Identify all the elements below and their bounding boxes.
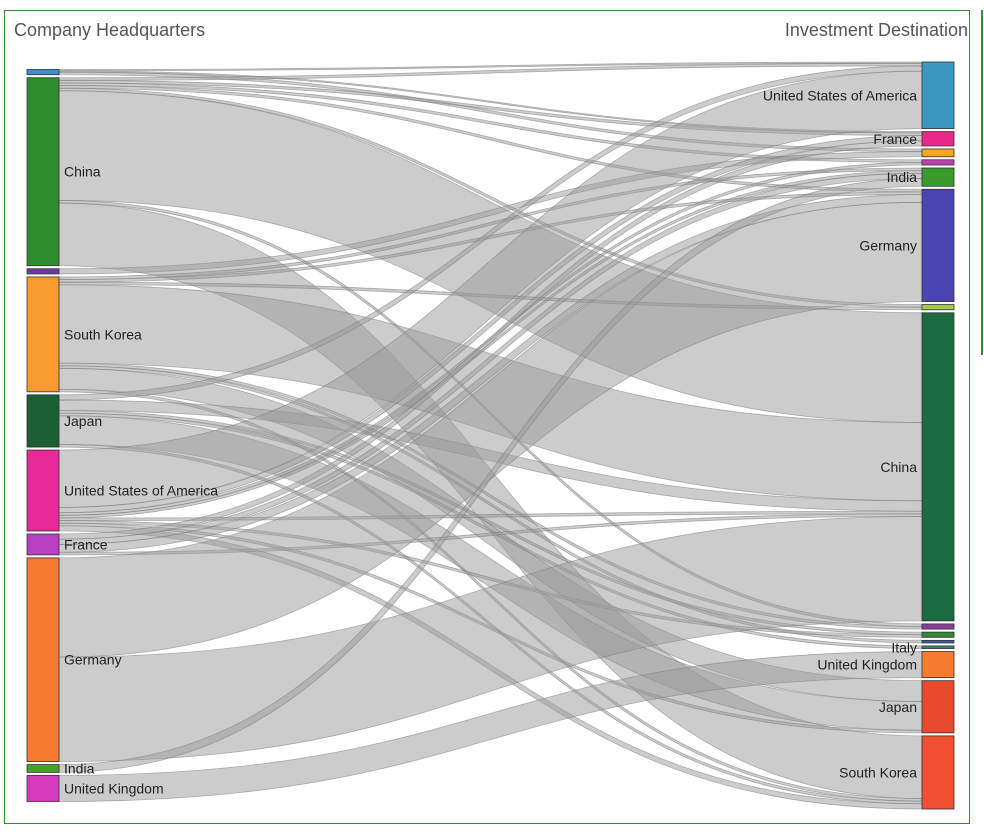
- source-node[interactable]: [26, 764, 60, 773]
- destination-node[interactable]: [921, 61, 955, 129]
- destination-node-label: France: [873, 131, 917, 147]
- source-node[interactable]: [26, 533, 60, 556]
- source-node[interactable]: [26, 394, 60, 448]
- destination-node-label: Italy: [891, 639, 917, 655]
- source-node-label: Germany: [64, 652, 122, 668]
- source-node[interactable]: [26, 557, 60, 762]
- source-node-label: South Korea: [64, 326, 142, 342]
- destination-node-label: Germany: [859, 237, 917, 253]
- destination-node[interactable]: [921, 188, 955, 302]
- destination-node[interactable]: [921, 167, 955, 187]
- destination-node[interactable]: [921, 639, 955, 644]
- destination-node[interactable]: [921, 735, 955, 810]
- destination-node-label: India: [887, 169, 918, 185]
- destination-node[interactable]: [921, 159, 955, 166]
- destination-node[interactable]: [921, 645, 955, 649]
- source-node[interactable]: [26, 449, 60, 532]
- destination-node[interactable]: [921, 623, 955, 630]
- right-axis-title: Investment Destination: [784, 20, 968, 40]
- destination-node-label: Japan: [879, 699, 917, 715]
- destination-node[interactable]: [921, 651, 955, 679]
- frame-edge: [981, 10, 983, 355]
- left-axis-title: Company Headquarters: [14, 20, 206, 40]
- destination-node-label: United Kingdom: [817, 657, 917, 673]
- source-node-label: Japan: [64, 413, 102, 429]
- source-node-label: China: [64, 164, 101, 180]
- nodes-layer: [26, 61, 955, 810]
- source-node[interactable]: [26, 774, 60, 802]
- destination-node[interactable]: [921, 148, 955, 158]
- destination-node[interactable]: [921, 680, 955, 734]
- links-layer: [58, 61, 923, 810]
- destination-node-label: China: [880, 459, 917, 475]
- destination-node-label: South Korea: [839, 764, 917, 780]
- source-node-label: France: [64, 536, 108, 552]
- source-node[interactable]: [26, 69, 60, 76]
- destination-node-label: United States of America: [763, 87, 917, 103]
- destination-node[interactable]: [921, 631, 955, 638]
- source-node[interactable]: [26, 276, 60, 393]
- source-node[interactable]: [26, 268, 60, 275]
- source-node-label: United States of America: [64, 483, 218, 499]
- source-node-label: United Kingdom: [64, 780, 164, 796]
- source-node[interactable]: [26, 77, 60, 267]
- source-node-label: India: [64, 760, 95, 776]
- chart-frame: [4, 10, 970, 824]
- destination-node[interactable]: [921, 304, 955, 311]
- destination-node[interactable]: [921, 312, 955, 622]
- destination-node[interactable]: [921, 131, 955, 147]
